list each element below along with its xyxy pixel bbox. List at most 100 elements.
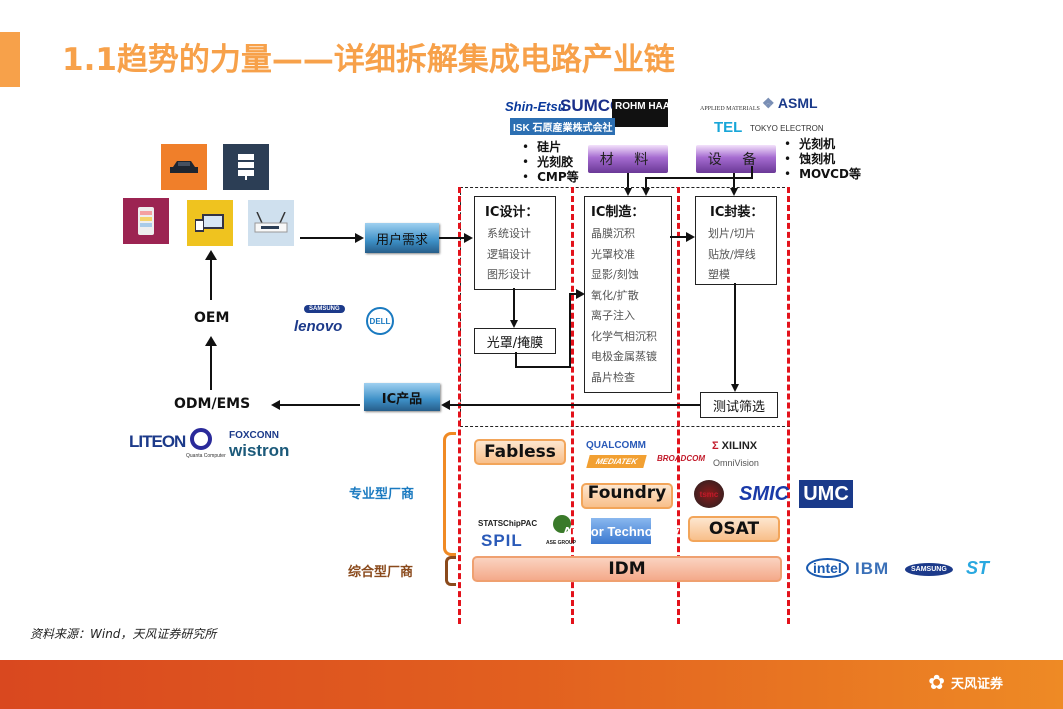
mask-box: 光罩/掩膜 [474, 328, 556, 354]
ic-fab-title: IC制造： [591, 205, 645, 220]
package-to-test-line [734, 283, 736, 384]
ic-design-box: IC设计： 系统设计 逻辑设计 图形设计 [474, 196, 556, 290]
source-note: 资料来源：Wind，天风证券研究所 [30, 627, 217, 641]
logo-ase: ASE GROUP [546, 540, 577, 546]
ic-package-item: 塑模 [708, 268, 730, 281]
arrow-left-icon [271, 400, 280, 410]
logo-lenovo: lenovo [294, 318, 343, 335]
stage-divider [787, 187, 790, 624]
ase-logo-icon [553, 515, 571, 533]
phone-icon [123, 198, 169, 244]
logo-foxconn: FOXCONN [229, 430, 279, 441]
fabless-label: Fabless [474, 439, 566, 465]
ic-fab-item: 晶片检查 [591, 370, 635, 384]
ic-package-item: 贴放/焊线 [708, 247, 756, 261]
arrow-down-icon [731, 384, 739, 392]
logo-wistron: wistron [229, 441, 290, 460]
ic-design-item: 逻辑设计 [487, 247, 531, 261]
logo-rohm-haas: ROHM HAAS [612, 99, 677, 127]
logo-samsung: SAMSUNG [905, 563, 953, 576]
logo-qualcomm: QUALCOMM [586, 440, 646, 451]
materials-bullet: 光刻胶 [522, 155, 579, 170]
products-to-demand-line [300, 237, 355, 239]
ic-package-box: IC封装： 划片/切片 贴放/焊线 塑模 [695, 196, 777, 285]
arrow-right-icon [464, 233, 473, 243]
ic-fab-item: 晶膜沉积 [591, 227, 635, 240]
logo-broadcom: BROADCOM [657, 454, 705, 463]
demand-to-design-line [439, 237, 464, 239]
logo-sumco: SUMCO [560, 96, 624, 115]
osat-label: OSAT [688, 516, 780, 542]
logo-spil: SPIL [481, 531, 523, 550]
logo-st: ST [966, 558, 990, 578]
logo-statschippac: STATSChipPAC [478, 519, 538, 528]
arrow-right-icon [576, 289, 585, 299]
mask-to-fab-line [569, 293, 577, 295]
arrow-right-icon [355, 233, 364, 243]
asml-text: ASML [777, 95, 818, 111]
logo-tokyo-electron: TOKYO ELECTRON [750, 124, 824, 133]
equipment-box: 设 备 [696, 145, 776, 173]
footer-bar: ✿ 天风证券 [0, 660, 1063, 709]
equipment-connector [733, 173, 735, 190]
mask-to-fab-line [515, 366, 571, 368]
specialized-vendors-label: 专业型厂商 [349, 487, 415, 502]
logo-mediatek: MEDIATEK [586, 455, 647, 468]
ic-package-title: IC封装： [710, 205, 764, 220]
logo-ibm: IBM [855, 559, 890, 578]
devices-icon [187, 200, 233, 246]
equipment-to-fab-connector-h [645, 177, 752, 179]
odm-to-oem-line [210, 344, 212, 390]
idm-label: IDM [472, 556, 782, 582]
materials-box: 材 料 [588, 145, 668, 173]
flower-logo-icon: ✿ [928, 670, 945, 694]
logo-omnivision: OmniVision [713, 458, 759, 468]
ic-package-item: 划片/切片 [708, 227, 756, 240]
equipment-to-fab-connector-v [751, 166, 753, 179]
logo-samsung-small: SAMSUNG [304, 305, 345, 313]
ic-fab-item: 离子注入 [591, 309, 635, 322]
mask-to-fab-line [569, 293, 571, 368]
footer-brand: ✿ 天风证券 [928, 670, 1003, 694]
equipment-bullet: 光刻机 [784, 137, 861, 152]
oem-label: OEM [194, 310, 230, 326]
product-to-odm-line [280, 404, 360, 406]
equipment-bullet-list: 光刻机 蚀刻机 MOVCD等 [784, 137, 861, 182]
car-icon [161, 144, 207, 190]
logo-xilinx: Σ XILINX [712, 440, 757, 452]
logo-umc: UMC [799, 480, 853, 508]
ic-fab-item: 氧化/扩散 [591, 288, 639, 302]
arrow-down-icon [624, 188, 632, 196]
logo-amkor: Amkor Technology [563, 518, 679, 544]
logo-tsmc: tsmc [694, 480, 724, 508]
logo-liteon: LITEON [129, 432, 186, 451]
logo-applied-materials: APPLIED MATERIALS [700, 106, 760, 112]
design-to-mask-line [513, 288, 515, 320]
user-demand-box: 用户需求 [365, 223, 439, 253]
logo-tel: TEL [714, 119, 743, 136]
logo-dell: DELL [366, 307, 394, 335]
logo-smic: SMIC [739, 483, 789, 505]
odm-label: ODM/EMS [174, 396, 251, 412]
materials-bullet-list: 硅片 光刻胶 CMP等 [522, 140, 579, 185]
ic-fab-item: 光罩校准 [591, 247, 635, 261]
equipment-bullet: 蚀刻机 [784, 152, 861, 167]
oem-to-products-line [210, 258, 212, 300]
page-title: 1.1趋势的力量——详细拆解集成电路产业链 [62, 42, 675, 78]
arrow-left-icon [441, 400, 450, 410]
asml-mark-icon: ❖ [762, 95, 778, 111]
ic-fab-box: IC制造： 晶膜沉积 光罩校准 显影/刻蚀 氧化/扩散 离子注入 化学气相沉积 … [584, 196, 672, 393]
router-icon [248, 200, 294, 246]
ic-product-box: IC产品 [364, 383, 440, 411]
footer-brand-text: 天风证券 [950, 676, 1003, 692]
ic-design-title: IC设计： [485, 205, 539, 220]
xilinx-mark-icon: Σ [712, 440, 722, 452]
quanta-logo-icon [190, 428, 212, 450]
logo-quanta: Quanta Computer [186, 453, 226, 459]
vendor-divider [460, 426, 790, 427]
specialized-brace [443, 432, 456, 556]
server-icon [223, 144, 269, 190]
ic-fab-item: 化学气相沉积 [591, 329, 657, 343]
mask-to-fab-line [515, 352, 517, 367]
ic-fab-item: 电极金属蒸镀 [591, 350, 657, 363]
